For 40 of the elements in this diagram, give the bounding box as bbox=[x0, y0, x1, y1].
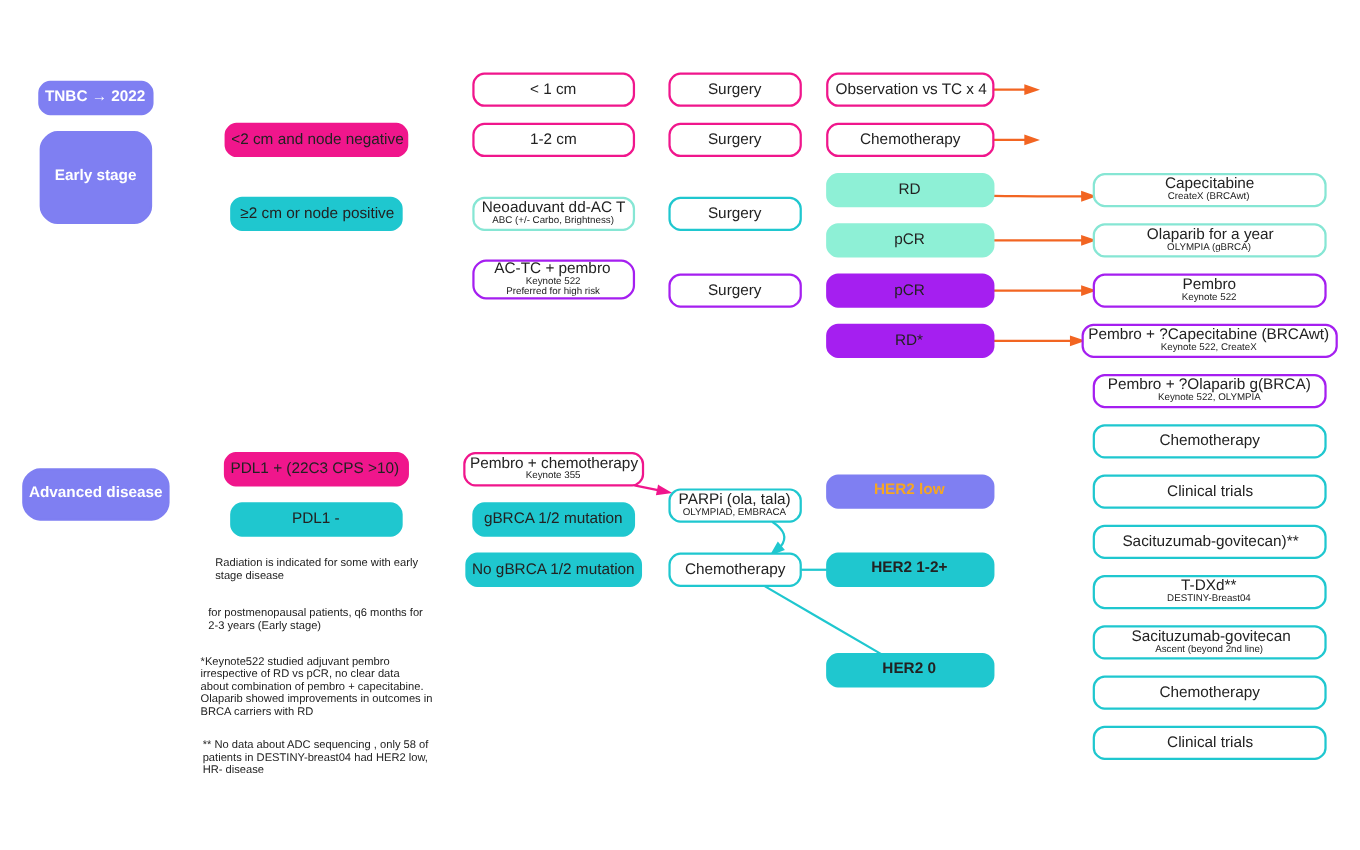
node-box: <2 cm and node negative bbox=[224, 121, 409, 157]
node-box: Sacituzumab-govitecan)** bbox=[1092, 523, 1327, 558]
connector bbox=[763, 583, 882, 655]
node-box: Advanced disease bbox=[22, 467, 170, 520]
arrow bbox=[769, 519, 786, 555]
arrow bbox=[993, 284, 1097, 296]
connector bbox=[801, 567, 827, 570]
node-box: HER2 0 bbox=[826, 652, 995, 687]
node-box: PDL1 + (22C3 CPS >10) bbox=[223, 451, 409, 486]
node-box: ≥2 cm or node positive bbox=[230, 195, 403, 230]
arrow bbox=[993, 189, 1097, 201]
node-box: Clinical trials bbox=[1092, 473, 1327, 508]
node-box: TNBC → 2022 bbox=[38, 79, 154, 115]
arrow bbox=[634, 483, 673, 495]
node-box: 1-2 cm bbox=[472, 121, 636, 157]
node-box: PDL1 - bbox=[230, 501, 403, 536]
node-box: Chemotherapy bbox=[1092, 674, 1327, 709]
arrow bbox=[993, 334, 1086, 346]
node-box: RD bbox=[826, 171, 995, 207]
node-box: gBRCA 1/2 mutation bbox=[472, 501, 636, 536]
node-box: Surgery bbox=[668, 71, 802, 106]
arrow bbox=[993, 233, 1097, 245]
node-box: Surgery bbox=[668, 272, 802, 307]
node-box: HER2 1-2+ bbox=[826, 551, 995, 586]
node-box: Chemotherapy bbox=[826, 121, 995, 157]
node-box: Surgery bbox=[668, 121, 802, 157]
node-box: Chemotherapy bbox=[668, 551, 802, 586]
node-box: RD* bbox=[826, 322, 995, 358]
node-box: HER2 low bbox=[826, 473, 995, 508]
node-box: Clinical trials bbox=[1092, 724, 1327, 759]
node-box: pCR bbox=[826, 272, 995, 307]
node-box: No gBRCA 1/2 mutation bbox=[465, 551, 643, 586]
node-box: Surgery bbox=[668, 195, 802, 230]
node-box: Chemotherapy bbox=[1092, 423, 1327, 458]
arrow bbox=[993, 133, 1040, 145]
node-box: Early stage bbox=[39, 130, 153, 224]
node-box: pCR bbox=[826, 222, 995, 257]
arrow bbox=[993, 83, 1040, 95]
node-box: < 1 cm bbox=[472, 71, 636, 106]
node-box: Observation vs TC x 4 bbox=[826, 71, 995, 106]
